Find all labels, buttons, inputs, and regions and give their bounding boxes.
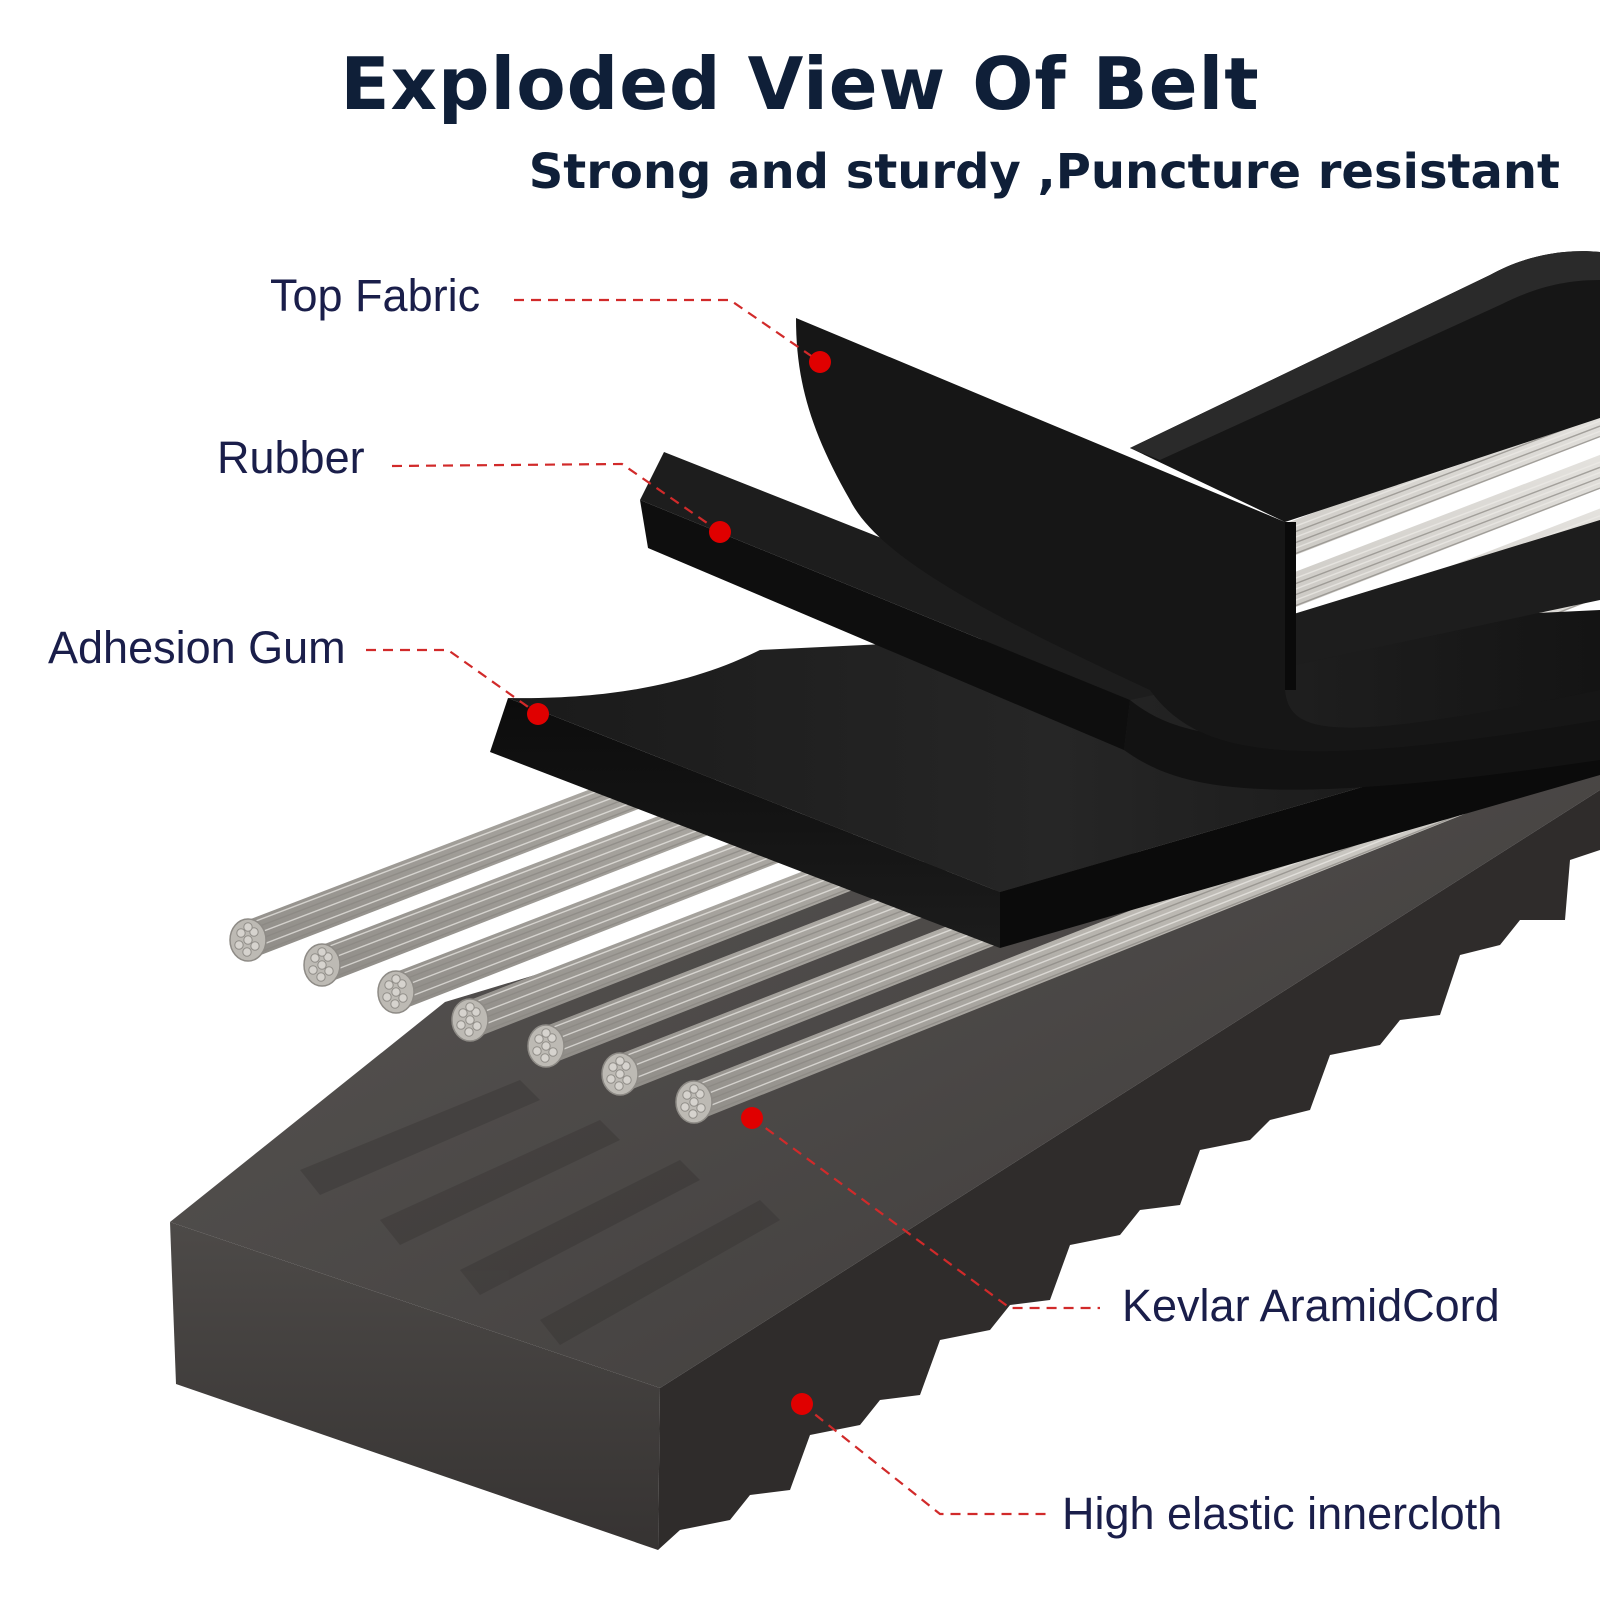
label-rubber: Rubber	[217, 432, 365, 484]
cord-filament-end	[237, 929, 245, 937]
cord-filament-end	[465, 1028, 473, 1036]
cord-filament-end	[391, 1000, 399, 1008]
cord-filament-end	[318, 961, 326, 969]
cord-filament-end	[535, 1035, 543, 1043]
cord-filament-end	[466, 1003, 474, 1011]
cord-filament-end	[244, 923, 252, 931]
cord-filament-end	[690, 1098, 698, 1106]
cord-filament-end	[542, 1042, 550, 1050]
marker-kevlar	[741, 1107, 763, 1129]
cord-filament-end	[392, 975, 400, 983]
cord-filament-end	[251, 942, 259, 950]
label-top-fabric: Top Fabric	[270, 270, 480, 322]
cord-filament-end	[616, 1070, 624, 1078]
marker-innercloth	[791, 1393, 813, 1415]
label-kevlar-aramid-cord: Kevlar AramidCord	[1122, 1280, 1500, 1332]
cord-filament-end	[244, 936, 252, 944]
cord-filament-end	[318, 948, 326, 956]
cord-filament-end	[607, 1075, 615, 1083]
cord-filament-end	[533, 1047, 541, 1055]
cord-filament-end	[392, 988, 400, 996]
marker-adhesion-gum	[527, 703, 549, 725]
cord-filament-end	[609, 1063, 617, 1071]
leader-top-fabric	[514, 300, 820, 362]
cord-filament-end	[542, 1029, 550, 1037]
cord-filament-end	[473, 1022, 481, 1030]
cord-filament-end	[697, 1104, 705, 1112]
cord-filament-end	[457, 1021, 465, 1029]
cord-filament-end	[243, 948, 251, 956]
cord-filament-end	[385, 981, 393, 989]
marker-rubber	[709, 521, 731, 543]
label-adhesion-gum: Adhesion Gum	[48, 622, 346, 674]
cord-filament-end	[616, 1057, 624, 1065]
cord-filament-end	[623, 1076, 631, 1084]
label-high-elastic-innercloth: High elastic innercloth	[1062, 1488, 1502, 1540]
cord-filament-end	[615, 1082, 623, 1090]
cord-filament-end	[383, 993, 391, 1001]
cord-filament-end	[317, 973, 325, 981]
cord-filament-end	[689, 1110, 697, 1118]
cord-filament-end	[683, 1091, 691, 1099]
cord-filament-end	[690, 1085, 698, 1093]
cord-filament-end	[235, 941, 243, 949]
top-fabric-edge	[1285, 522, 1296, 690]
marker-top-fabric	[809, 351, 831, 373]
cord-filament-end	[399, 994, 407, 1002]
cord-filament-end	[311, 954, 319, 962]
cord-filament-end	[549, 1048, 557, 1056]
cord-filament-end	[466, 1016, 474, 1024]
cord-filament-end	[309, 966, 317, 974]
cord-filament-end	[459, 1009, 467, 1017]
cord-filament-end	[681, 1103, 689, 1111]
cord-filament-end	[325, 967, 333, 975]
cord-filament-end	[541, 1054, 549, 1062]
